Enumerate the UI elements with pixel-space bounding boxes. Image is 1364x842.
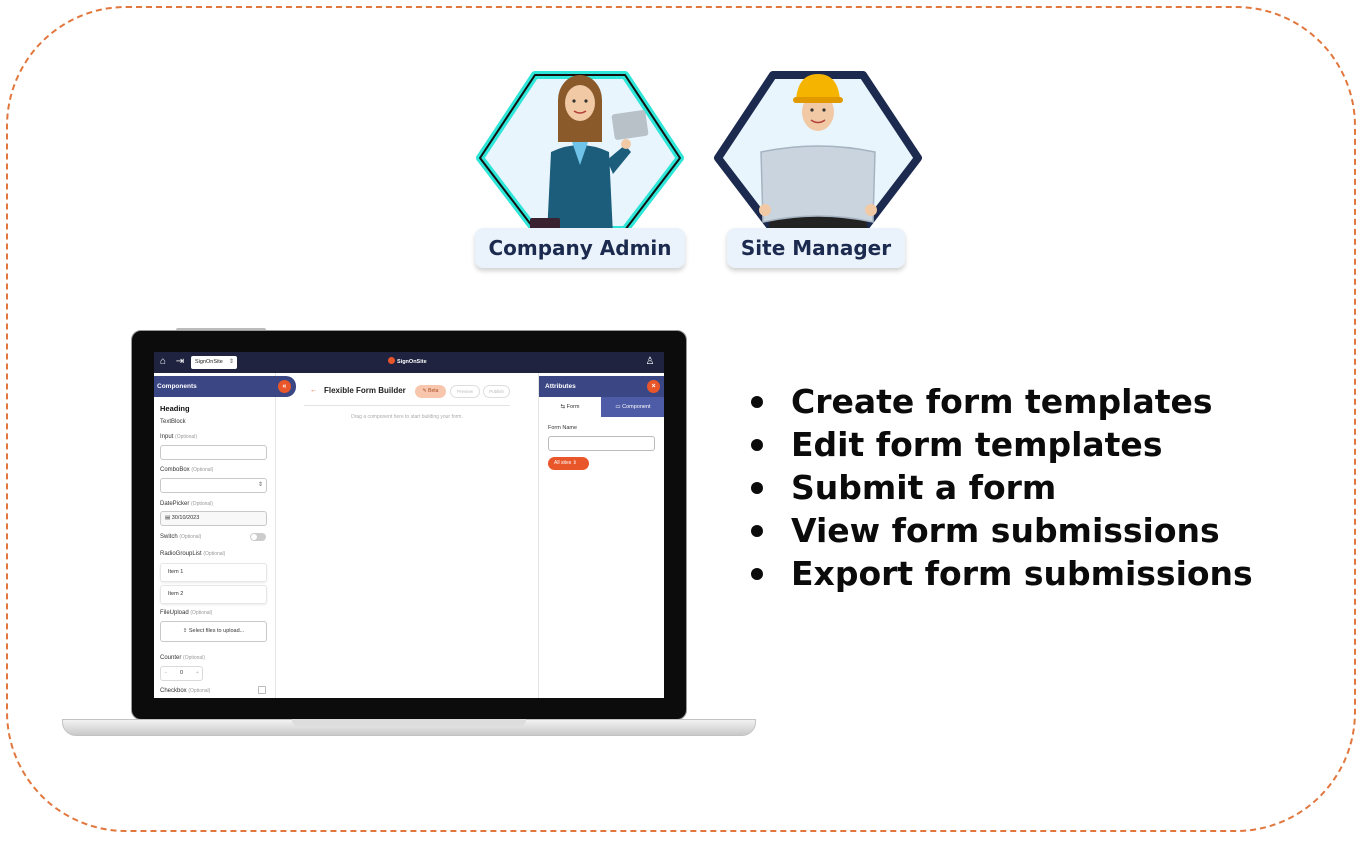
- component-counter-label: Counter: [160, 655, 182, 661]
- components-panel-title: Components: [157, 383, 197, 390]
- all-sites-dropdown[interactable]: All sites ⇕: [548, 457, 589, 470]
- app-topbar: ⌂ ⇥ SignOnSite ⇕ SignOnSite ♙: [154, 352, 664, 373]
- persona-site-manager: Site Manager: [713, 70, 923, 270]
- datepicker-preview[interactable]: ▤ 30/10/2023: [160, 511, 267, 526]
- component-datepicker[interactable]: DatePicker (Optional): [160, 501, 213, 507]
- component-input-label: Input: [160, 434, 174, 440]
- attributes-panel-title: Attributes: [545, 383, 576, 390]
- feature-item: Submit a form: [746, 466, 1253, 509]
- form-name-label: Form Name: [548, 425, 578, 431]
- component-radiogrouplist-label: RadioGroupList: [160, 551, 202, 557]
- datepicker-value: 30/10/2023: [171, 515, 200, 521]
- persona-company-admin: Company Admin: [475, 70, 685, 270]
- tab-component[interactable]: ▭ Component: [601, 397, 664, 417]
- close-icon[interactable]: ×: [647, 380, 660, 393]
- site-manager-avatar-icon: [714, 71, 922, 235]
- publish-button[interactable]: Publish: [483, 385, 510, 398]
- feature-item: Export form submissions: [746, 552, 1253, 595]
- all-sites-label: All sites: [554, 460, 572, 466]
- component-checkbox-label: Checkbox: [160, 688, 187, 694]
- optional-tag: (Optional): [179, 534, 202, 540]
- component-checkbox[interactable]: Checkbox (Optional): [160, 688, 210, 694]
- beta-label: Beta: [428, 388, 439, 394]
- home-icon[interactable]: ⌂: [159, 356, 167, 367]
- tab-component-label: Component: [622, 404, 651, 410]
- upload-icon: ⇪: [182, 628, 188, 634]
- optional-tag: (Optional): [175, 434, 197, 440]
- attributes-panel: Attributes × ⇆ Form ▭ Component Form Nam…: [538, 373, 664, 698]
- component-fileupload[interactable]: FileUpload (Optional): [160, 610, 212, 616]
- checkbox-preview[interactable]: [258, 686, 266, 694]
- radio-item[interactable]: Item 2: [160, 585, 267, 604]
- component-textblock[interactable]: TextBlock: [160, 419, 186, 425]
- component-icon: ▭: [615, 404, 621, 410]
- sliders-icon: ⇆: [560, 404, 566, 410]
- upload-button[interactable]: ⇪ Select files to upload...: [160, 621, 267, 642]
- components-panel: Components « Heading TextBlock Input (Op…: [154, 373, 296, 698]
- counter-value: 0: [179, 670, 184, 676]
- preview-button[interactable]: Preview: [450, 385, 480, 398]
- component-radiogrouplist[interactable]: RadioGroupList (Optional): [160, 551, 225, 557]
- attributes-panel-header: Attributes ×: [539, 376, 664, 397]
- site-selector-value: SignOnSite: [195, 359, 223, 365]
- pencil-icon: ✎: [422, 388, 427, 394]
- upload-button-label: Select files to upload...: [188, 628, 245, 634]
- counter-stepper[interactable]: − 0 +: [160, 666, 203, 681]
- tab-form[interactable]: ⇆ Form: [539, 397, 601, 417]
- component-switch-label: Switch: [160, 534, 178, 540]
- component-counter[interactable]: Counter (Optional): [160, 655, 205, 661]
- brand-logo: SignOnSite: [388, 352, 427, 373]
- chevron-updown-icon: ⇕: [572, 460, 577, 466]
- component-heading[interactable]: Heading: [160, 404, 190, 413]
- logout-icon[interactable]: ⇥: [175, 356, 185, 367]
- optional-tag: (Optional): [183, 655, 205, 661]
- component-combobox-label: ComboBox: [160, 467, 190, 473]
- chevron-updown-icon: ⇕: [228, 359, 234, 365]
- optional-tag: (Optional): [191, 501, 213, 507]
- switch-toggle[interactable]: [250, 533, 266, 541]
- calendar-icon: ▤: [165, 515, 171, 521]
- company-admin-avatar-icon: [476, 71, 684, 235]
- dashed-frame: [6, 6, 1356, 832]
- feature-list: Create form templates Edit form template…: [746, 380, 1253, 595]
- collapse-panel-icon[interactable]: «: [278, 380, 291, 393]
- component-combobox[interactable]: ComboBox (Optional): [160, 467, 213, 473]
- chevron-updown-icon: ⇕: [257, 482, 263, 488]
- component-fileupload-label: FileUpload: [160, 610, 189, 616]
- components-panel-header: Components «: [154, 376, 296, 397]
- component-input[interactable]: Input (Optional): [160, 434, 197, 440]
- builder-title: Flexible Form Builder: [324, 386, 406, 395]
- persona-label-company-admin: Company Admin: [475, 228, 685, 268]
- optional-tag: (Optional): [203, 551, 226, 557]
- user-icon[interactable]: ♙: [645, 356, 655, 367]
- combobox-preview[interactable]: ⇕: [160, 478, 267, 493]
- feature-item: View form submissions: [746, 509, 1253, 552]
- back-arrow-icon[interactable]: ←: [310, 387, 317, 394]
- form-name-input[interactable]: [548, 436, 655, 451]
- optional-tag: (Optional): [188, 688, 211, 694]
- brand-name: SignOnSite: [397, 359, 427, 365]
- drop-hint: Drag a component here to start building …: [351, 414, 463, 420]
- radio-item[interactable]: Item 1: [160, 563, 267, 582]
- feature-item: Edit form templates: [746, 423, 1253, 466]
- minus-icon[interactable]: −: [164, 670, 168, 676]
- signonsite-logo-icon: [388, 357, 395, 364]
- feature-item: Create form templates: [746, 380, 1253, 423]
- optional-tag: (Optional): [190, 610, 213, 616]
- plus-icon[interactable]: +: [195, 670, 199, 676]
- component-datepicker-label: DatePicker: [160, 501, 190, 507]
- site-selector[interactable]: SignOnSite ⇕: [191, 356, 237, 369]
- optional-tag: (Optional): [191, 467, 214, 473]
- beta-badge: ✎ Beta: [415, 385, 446, 398]
- builder-canvas[interactable]: ← Flexible Form Builder ✎ Beta Preview P…: [277, 373, 538, 698]
- laptop-notch: [292, 719, 526, 726]
- input-field-preview[interactable]: [160, 445, 267, 460]
- persona-label-site-manager: Site Manager: [727, 228, 905, 268]
- app-screen: ⌂ ⇥ SignOnSite ⇕ SignOnSite ♙ Components…: [154, 352, 664, 698]
- tab-form-label: Form: [566, 404, 580, 410]
- builder-divider: [304, 405, 510, 406]
- component-switch[interactable]: Switch (Optional): [160, 534, 201, 540]
